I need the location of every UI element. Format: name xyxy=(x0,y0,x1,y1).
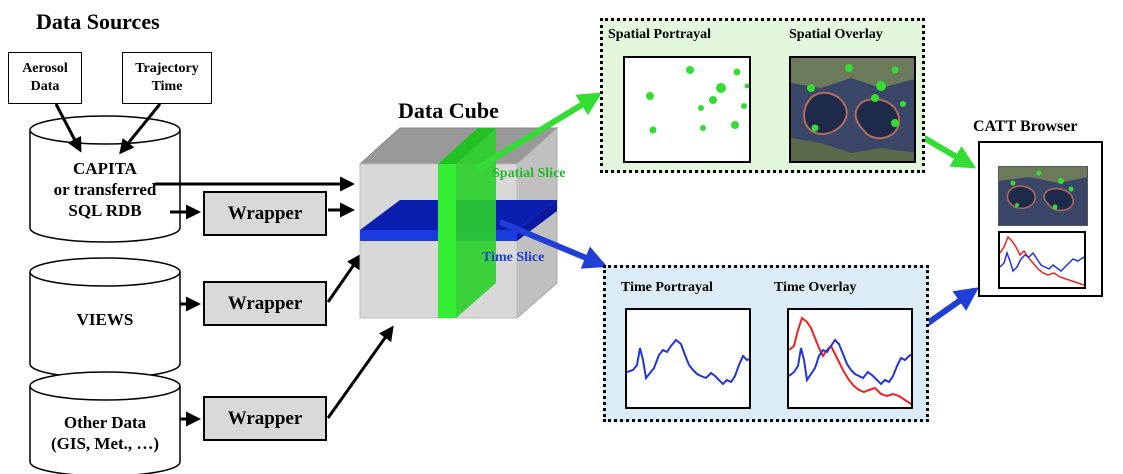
catt-browser-window xyxy=(978,141,1103,297)
time-portrayal-line xyxy=(627,338,749,386)
data-cube xyxy=(358,126,559,320)
trajectory-arrow xyxy=(119,103,162,155)
spatial-portrayal-map xyxy=(623,56,751,163)
other-data-line-1: Other Data xyxy=(63,413,147,432)
other-data-cylinder xyxy=(29,371,181,474)
wrapper-box-1: Wrapper xyxy=(203,191,327,236)
time-overlay-plot xyxy=(787,308,913,409)
data-cube-title: Data Cube xyxy=(398,98,499,123)
capita-line-1: CAPITA xyxy=(73,159,137,178)
time-portrayal-label: Time Portrayal xyxy=(621,280,713,295)
spatial-slice-label: Spatial Slice xyxy=(492,166,566,181)
trajectory-time-box: Trajectory Time xyxy=(122,52,212,104)
data-sources-title: Data Sources xyxy=(36,9,160,34)
time-overlay-lines xyxy=(789,316,911,406)
time-portrayal-plot xyxy=(625,308,751,409)
spatial-overlay-map xyxy=(789,56,916,163)
spatial-slice-arrow xyxy=(476,92,603,171)
spatial-portrayal-label: Spatial Portrayal xyxy=(608,27,712,42)
aerosol-data-box: Aerosol Data xyxy=(8,52,82,104)
catt-browser-title: CATT Browser xyxy=(973,118,1078,135)
wrapper-box-3: Wrapper xyxy=(203,396,327,441)
capita-line-2: or transferred xyxy=(53,180,157,199)
catt-time-thumb xyxy=(1000,235,1084,286)
spatial-overlay-label: Spatial Overlay xyxy=(789,27,883,42)
time-panel: Time Portrayal Time Overlay xyxy=(603,265,929,422)
other-data-line-2: (GIS, Met., …) xyxy=(50,434,160,453)
aerosol-data-label: Aerosol Data xyxy=(22,61,68,94)
catt-browser-time-thumbnail xyxy=(998,231,1086,289)
time-slice-label: Time Slice xyxy=(482,250,545,265)
capita-label: CAPITA or transferred SQL RDB xyxy=(30,158,180,221)
trajectory-time-label: Trajectory Time xyxy=(135,61,199,94)
spatial-overlay-image xyxy=(791,58,914,161)
time-overlay-label: Time Overlay xyxy=(774,280,857,295)
catt-map-thumb xyxy=(999,167,1087,225)
views-label: VIEWS xyxy=(76,310,134,329)
time-slice-arrow xyxy=(498,219,608,269)
spatial-panel: Spatial Portrayal Spatial Overlay xyxy=(600,18,925,173)
other-data-label: Other Data (GIS, Met., …) xyxy=(30,412,180,454)
aerosol-arrow xyxy=(54,103,82,153)
views-database-cylinder xyxy=(29,257,181,379)
capita-line-3: SQL RDB xyxy=(68,201,142,220)
spatial-portrayal-points xyxy=(646,66,749,134)
wrapper2-to-cube-arrow xyxy=(326,253,362,303)
wrapper3-to-cube-arrow xyxy=(326,325,394,419)
wrapper-box-2: Wrapper xyxy=(203,281,327,326)
catt-browser-map-thumbnail xyxy=(998,166,1088,226)
